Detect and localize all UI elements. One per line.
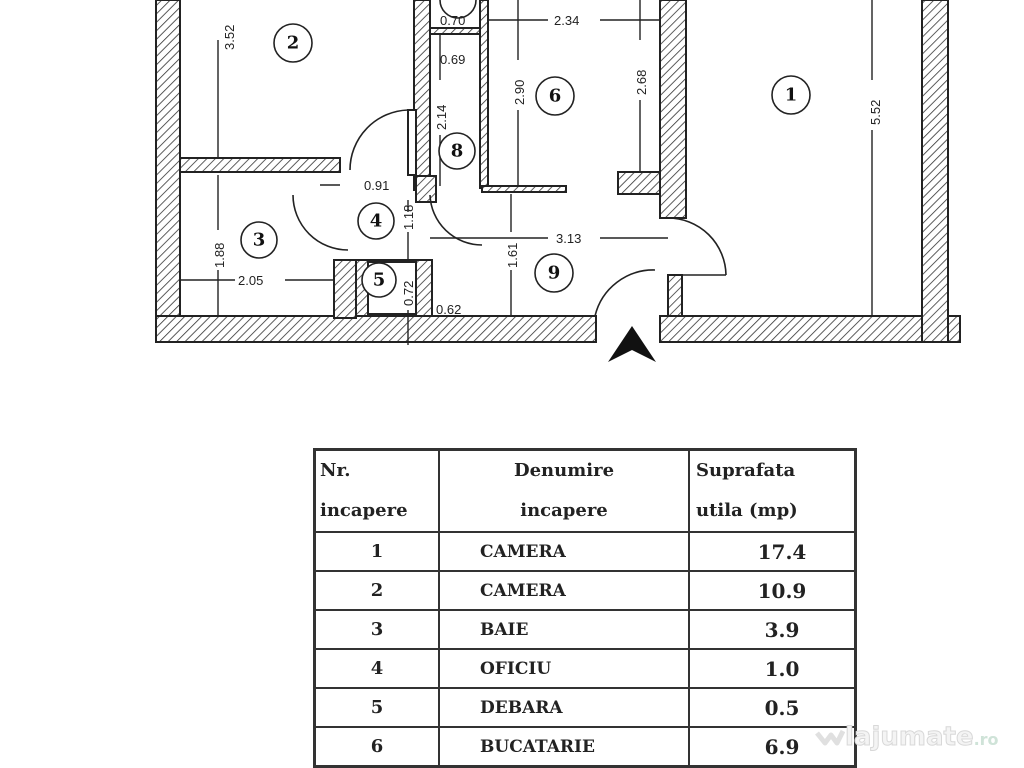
svg-text:3.13: 3.13 [556,231,581,246]
room-label-1: 1 [771,75,811,115]
svg-text:3: 3 [253,230,266,251]
room-label-2: 2 [273,23,313,63]
floor-plan: 3.52 5.52 2.34 2.90 2.68 0.70 0.69 2.14 … [155,0,961,362]
svg-text:1.18: 1.18 [401,205,416,230]
cell-name: DEBARA [438,687,690,728]
table-row: 4 OFICIU 1.0 [313,648,857,689]
room-labels: 1 2 3 4 5 6 8 9 [240,23,811,298]
room-label-5: 5 [361,262,397,298]
svg-text:1.88: 1.88 [212,243,227,268]
cell-nr: 3 [313,609,440,650]
watermark-suffix: .ro [973,730,999,749]
svg-text:2.05: 2.05 [238,273,263,288]
table-row: 3 BAIE 3.9 [313,609,857,650]
svg-text:3.52: 3.52 [222,25,237,50]
svg-text:6: 6 [549,86,562,107]
svg-text:9: 9 [548,263,561,284]
cell-area: 10.9 [688,570,857,611]
cell-nr: 1 [313,531,440,572]
entrance-arrow-icon [608,326,656,362]
walls [155,0,961,343]
cell-nr: 5 [313,687,440,728]
cell-area: 0.5 [688,687,857,728]
svg-text:2.68: 2.68 [634,70,649,95]
cell-name: CAMERA [438,531,690,572]
cell-name: CAMERA [438,570,690,611]
room-label-8: 8 [438,132,476,170]
room-label-9: 9 [534,253,574,293]
cell-area: 1.0 [688,648,857,689]
room-label-4: 4 [357,202,395,240]
header-nr: Nr.incapere [313,448,440,533]
cell-name: BAIE [438,609,690,650]
svg-text:0.62: 0.62 [436,302,461,317]
table-row: 6 BUCATARIE 6.9 [313,726,857,768]
svg-text:8: 8 [451,141,464,162]
svg-text:0.91: 0.91 [364,178,389,193]
cell-nr: 6 [313,726,440,768]
dimension-labels: 3.52 5.52 2.34 2.90 2.68 0.70 0.69 2.14 … [212,13,883,317]
dimension-lines [180,0,873,345]
svg-text:0.69: 0.69 [440,52,465,67]
svg-text:5: 5 [373,270,386,291]
table-row: 2 CAMERA 10.9 [313,570,857,611]
svg-text:2.90: 2.90 [512,80,527,105]
cell-area: 6.9 [688,726,857,768]
svg-text:0.70: 0.70 [440,13,465,28]
watermark-text: lajumate [845,722,975,753]
doors [292,109,727,317]
room-label-3: 3 [240,221,278,259]
svg-text:0.72: 0.72 [401,281,416,306]
cell-nr: 2 [313,570,440,611]
watermark-logo-icon [815,729,845,745]
svg-text:5.52: 5.52 [868,100,883,125]
svg-text:2.14: 2.14 [434,105,449,130]
table-row: 5 DEBARA 0.5 [313,687,857,728]
cell-area: 17.4 [688,531,857,572]
svg-text:1.61: 1.61 [505,243,520,268]
room-label-7-partial [439,0,477,19]
cell-name: BUCATARIE [438,726,690,768]
table-row: 1 CAMERA 17.4 [313,531,857,572]
svg-text:1: 1 [785,85,798,106]
cell-area: 3.9 [688,609,857,650]
cell-name: OFICIU [438,648,690,689]
svg-text:2: 2 [287,33,300,54]
svg-text:2.34: 2.34 [554,13,579,28]
cell-nr: 4 [313,648,440,689]
room-label-6: 6 [535,76,575,116]
watermark: lajumate.ro [815,722,999,753]
svg-text:4: 4 [370,211,383,232]
